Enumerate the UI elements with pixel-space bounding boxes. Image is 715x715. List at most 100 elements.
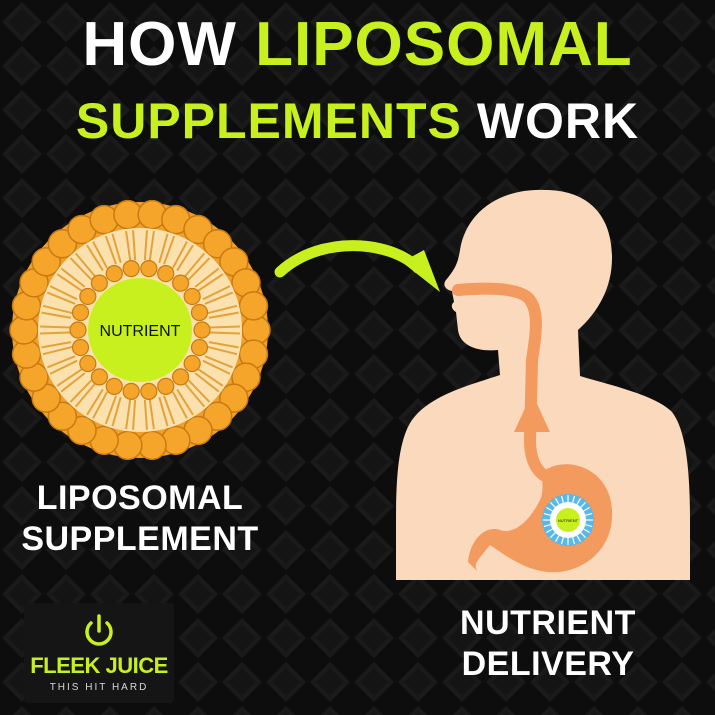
mini-lipid-tail: [572, 495, 576, 503]
lipid-head: [190, 338, 209, 357]
lipid-tail: [163, 235, 176, 265]
lipid-head: [140, 382, 158, 400]
lipid-tail: [207, 345, 238, 356]
mini-lipid-tail: [546, 506, 553, 512]
lipid-head: [122, 382, 140, 400]
lipid-tail: [207, 304, 238, 315]
lipid-tail: [184, 382, 206, 408]
lipid-tail: [209, 331, 240, 335]
lipid-tail: [176, 388, 194, 416]
lipid-tail: [125, 399, 132, 430]
mini-lipid-tail: [543, 512, 551, 516]
inner-lipid-heads: [69, 260, 211, 400]
lipid-tail: [104, 235, 117, 265]
lipid-tail: [86, 388, 104, 416]
lipid-tail: [46, 355, 76, 369]
mini-lipid-tail: [560, 495, 564, 503]
title-how: HOW: [82, 10, 237, 79]
nutrient-core-label: NUTRIENT: [100, 323, 181, 340]
outer-lipid-heads: [9, 199, 271, 461]
lipid-head: [157, 265, 175, 283]
mini-lipid-tail: [572, 537, 576, 545]
lipid-head: [190, 303, 209, 322]
lipid-tail: [111, 397, 122, 427]
lipid-tail: [111, 233, 122, 263]
mini-lipid-tail: [554, 535, 560, 542]
curved-arrow-icon: [274, 240, 440, 292]
lipid-tail: [187, 379, 211, 403]
mini-lipid-tail: [583, 528, 590, 534]
logo-tagline: THIS HIT HARD: [49, 682, 149, 693]
lipid-tail: [187, 257, 211, 281]
mini-lipid-tail: [554, 498, 560, 505]
lipid-tail: [60, 267, 86, 288]
lipid-head: [105, 377, 123, 395]
lipid-tail: [49, 359, 78, 375]
lipid-tail: [60, 372, 86, 393]
lipid-head: [79, 287, 97, 306]
mini-lipid-tail: [580, 532, 587, 539]
lipid-tail: [208, 311, 239, 319]
lipid-tail: [74, 252, 96, 278]
lipid-tail: [171, 241, 188, 269]
lipid-head: [172, 274, 190, 292]
mini-lipid-tail: [576, 535, 582, 542]
lipid-tail: [208, 341, 239, 349]
lipid-head: [183, 354, 201, 373]
lipid-head: [172, 368, 190, 386]
lipid-tail: [194, 267, 220, 288]
lipid-tail: [69, 257, 93, 281]
lipid-head: [140, 260, 158, 278]
lipid-tail: [204, 291, 234, 305]
lipid-head: [71, 303, 90, 322]
lipid-tail: [204, 355, 234, 369]
lipid-tail: [171, 391, 188, 419]
lipid-head: [105, 265, 123, 283]
mini-lipid-tail: [543, 524, 551, 528]
lipid-tail: [158, 397, 169, 427]
lipid-tail: [148, 399, 155, 430]
lipid-tail: [46, 291, 76, 305]
caption-line: SUPPLEMENT: [21, 519, 259, 558]
caption-line: NUTRIENT: [460, 604, 636, 642]
liposomal-supplement-caption: LIPOSOMAL SUPPLEMENT: [0, 478, 280, 560]
lipid-head: [122, 260, 140, 278]
logo-brand: FLEEK JUICE: [30, 653, 168, 678]
lipid-tail: [209, 325, 240, 329]
lipid-tail: [163, 395, 176, 425]
lipid-tail: [86, 244, 104, 272]
arrow-up-icon: [514, 393, 550, 432]
lipid-tail: [148, 230, 155, 261]
lipid-tail: [132, 230, 137, 261]
stomach-nutrient-label: NUTRIENT: [558, 518, 579, 523]
lipid-tail: [132, 399, 137, 430]
lipid-tail: [40, 325, 71, 329]
lipid-tail: [194, 372, 220, 393]
lipid-tail: [184, 252, 206, 278]
lipid-tail: [197, 368, 224, 387]
lipid-tail: [143, 230, 148, 261]
lipid-tail: [56, 368, 83, 387]
lipid-tail: [56, 273, 83, 292]
mini-lipid-tail: [549, 501, 556, 508]
lipid-tail: [42, 304, 73, 315]
liposome-illustration: NUTRIENT: [9, 199, 271, 461]
title-work: WORK: [476, 93, 640, 149]
digestive-tract: [452, 282, 613, 573]
nutrient-core: [88, 278, 192, 382]
caption-line: DELIVERY: [461, 644, 635, 683]
lipid-tail: [42, 345, 73, 356]
title-liposomal: LIPOSOMAL: [255, 10, 633, 79]
mini-lipid-tail: [580, 501, 587, 508]
lipid-head: [79, 354, 97, 373]
mini-lipid-tail: [585, 512, 593, 516]
lipid-tail: [40, 331, 71, 335]
mini-lipid-tail: [560, 537, 564, 545]
lipid-tail: [49, 285, 78, 301]
lipid-head: [193, 321, 211, 339]
lipid-tail: [202, 359, 231, 375]
lipid-tail: [125, 230, 132, 261]
lipid-tail: [74, 382, 96, 408]
caption-line: LIPOSOMAL: [36, 479, 244, 517]
